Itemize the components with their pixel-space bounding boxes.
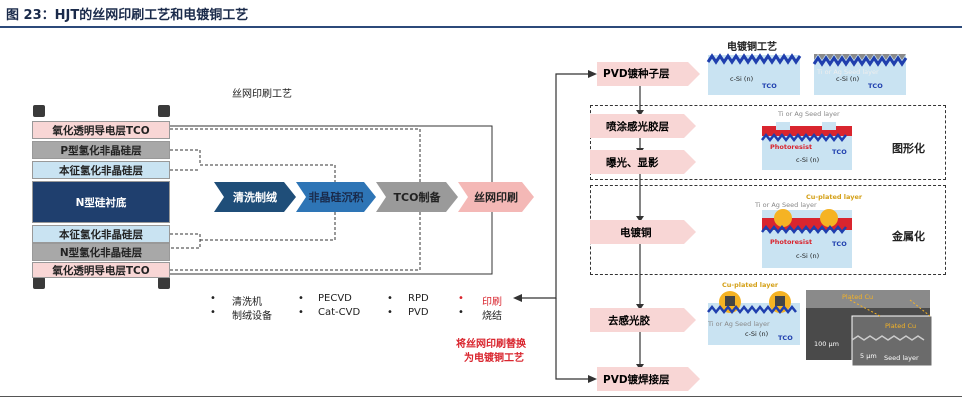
title-rule [0,26,962,28]
step-cleaning-label: 清洗制绒 [233,191,277,204]
equipment-printing: 印刷 [482,297,502,308]
electrode-top-left [33,105,45,117]
plating-title: 电镀铜工艺 [727,42,777,53]
equipment-cleaner: 清洗机 [232,297,262,308]
label-csi-2: c-Si (n) [836,75,860,83]
replace-note-line1: 将丝网印刷替换 [456,339,526,350]
label-csi-5: c-Si (n) [745,330,769,338]
chevron-cleaning [214,182,296,212]
label-seed-4: Ti or Ag Seed layer [708,320,770,328]
label-seed-layer: Seed layer [884,354,919,362]
label-seed-3: Ti or Ag Seed layer [755,201,817,209]
equipment-rpd: RPD [408,293,429,304]
bottom-rule [0,396,962,397]
chevron-screen-print [458,182,534,212]
label-plated-cu-2: Plated Cu [885,322,917,330]
step-strip-resist: 去感光胶 [608,315,650,327]
label-tco-2: TCO [868,82,883,90]
label-tco-1: TCO [762,82,777,90]
label-csi-3: c-Si (n) [796,156,820,164]
step-electroplate: 电镀铜 [620,227,652,239]
equipment-bullet: • [387,307,393,318]
layer-tco-bottom: 氧化透明导电层TCO [32,262,170,278]
label-csi-4: c-Si (n) [796,252,820,260]
step-print-label: 丝网印刷 [474,191,518,204]
equipment-texturing: 制绒设备 [232,311,272,322]
label-seed-2: Ti or Ag Seed layer [778,110,840,118]
group-metallization-label: 金属化 [892,230,925,243]
label-tco-3: TCO [832,148,847,156]
step-expose-develop: 曝光、显影 [606,157,659,169]
step-pvd-solder: PVD镀焊接层 [603,374,670,386]
chevron-asi-deposition [296,182,376,212]
group-patterning-label: 图形化 [892,142,925,155]
label-cu-plated-1: Cu-plated layer [806,193,863,201]
label-seed-1: Ti or Ag Seed layer [817,68,879,76]
layer-i-asi-top: 本征氢化非晶硅层 [32,161,170,179]
equipment-bullet: • [298,307,304,318]
equipment-pvd: PVD [408,307,429,318]
step-spray-resist: 喷涂感光胶层 [606,121,669,133]
label-photoresist-1: Photoresist [770,143,813,151]
patterning-group [590,105,946,180]
label-cu-plated-2: Cu-plated layer [722,281,779,289]
step-tco-label: TCO制备 [393,191,441,204]
equipment-bullet: • [387,293,393,304]
label-plated-cu-1: Plated Cu [842,293,874,301]
electrode-bottom-left [33,277,45,289]
electrode-top-right [158,105,170,117]
replace-note-line2: 为电镀铜工艺 [464,353,524,364]
equipment-bullet: • [458,307,464,318]
figure-title: 图 23：HJT的丝网印刷工艺和电镀铜工艺 [6,8,249,23]
chevron-tco [376,182,458,212]
step-pvd-seed: PVD镀种子层 [603,68,670,80]
equipment-bullet: • [210,307,216,318]
label-tco-4: TCO [832,240,847,248]
label-photoresist-2: Photoresist [770,238,813,246]
equipment-sintering: 烧结 [482,311,502,322]
layer-n-si-substrate: N型硅衬底 [32,181,170,223]
equipment-pecvd: PECVD [318,293,352,304]
label-scale-100: 100 μm [814,340,839,348]
equipment-catcvd: Cat-CVD [318,307,361,318]
label-scale-5: 5 μm [860,352,877,360]
label-tco-5: TCO [778,334,793,342]
step-asi-label: 非晶硅沉积 [308,191,364,204]
layer-i-asi-bottom: 本征氢化非晶硅层 [32,225,170,243]
equipment-bullet: • [458,293,464,304]
layer-tco-top: 氧化透明导电层TCO [32,121,170,139]
process-label: 丝网印刷工艺 [232,89,292,100]
equipment-bullet: • [298,293,304,304]
label-csi-1: c-Si (n) [730,75,754,83]
layer-p-asi: P型氢化非晶硅层 [32,141,170,159]
electrode-bottom-right [158,277,170,289]
layer-n-asi: N型氢化非晶硅层 [32,243,170,261]
equipment-bullet: • [210,293,216,304]
